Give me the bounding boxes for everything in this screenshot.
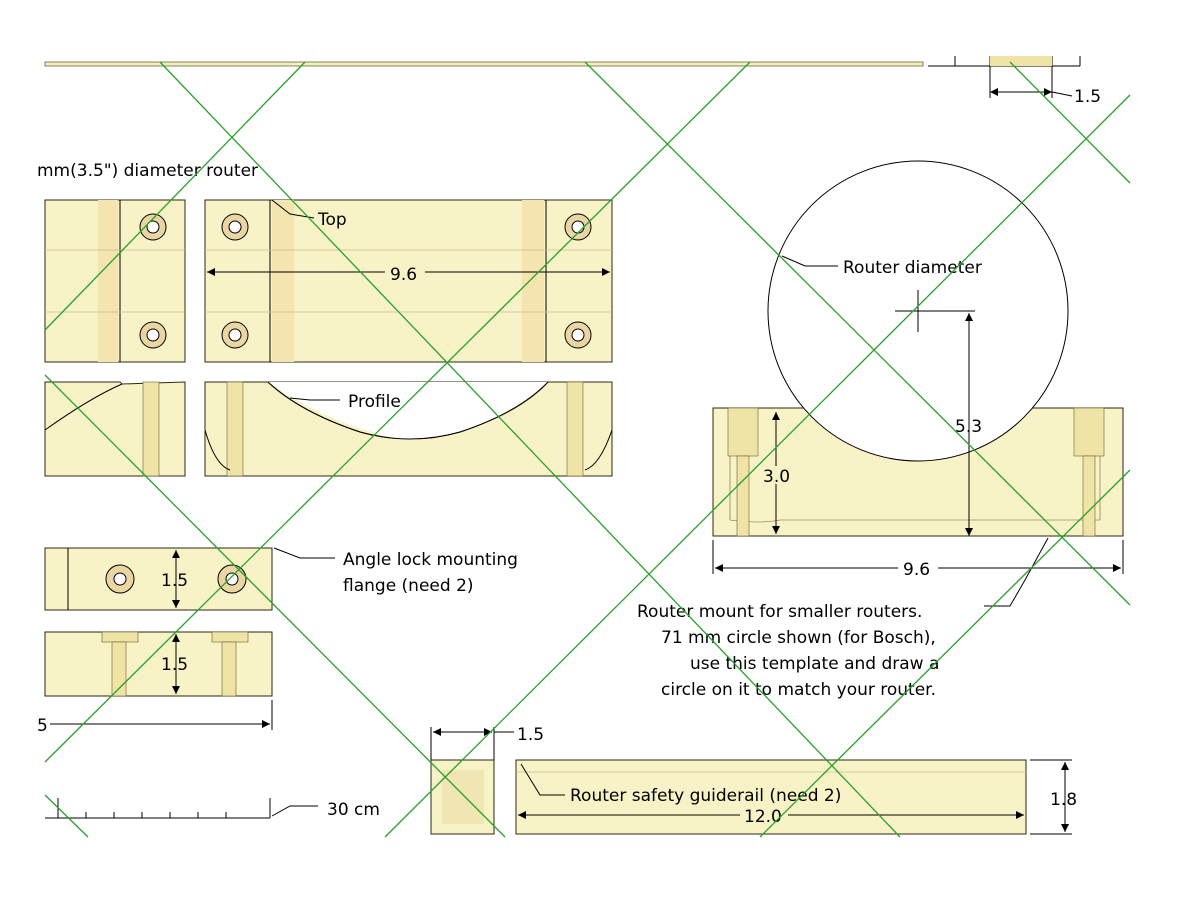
- dim-flange-height: 1.5: [161, 571, 188, 591]
- flange-note-line2: flange (need 2): [343, 576, 474, 596]
- profile-view: Profile: [44, 381, 613, 477]
- leader-top: [271, 199, 315, 219]
- dim-flange-profile-height: 1.5: [161, 655, 188, 675]
- label-top: Top: [317, 210, 347, 230]
- dim-guiderail-height: 1.8: [1050, 790, 1077, 810]
- guiderail-views: 1.5 12.0 Router safety guiderail (need 2…: [430, 725, 1077, 835]
- top-view-left-part: [44, 199, 186, 363]
- dim-top-right: 1.5: [1074, 87, 1101, 107]
- label-profile: Profile: [348, 392, 401, 412]
- top-view: 9.6 Top: [204, 199, 613, 363]
- alignment-lines: [44, 61, 1131, 838]
- page-title: mm(3.5") diameter router: [37, 161, 258, 181]
- flange-top-view: 1.5: [44, 547, 335, 611]
- mount-note-line1: Router mount for smaller routers.: [637, 602, 922, 622]
- top-strip: 1.5: [44, 56, 1101, 107]
- dim-mount-length: 9.6: [903, 560, 930, 580]
- label-guiderail: Router safety guiderail (need 2): [570, 786, 841, 806]
- flange-note-line1: Angle lock mounting: [343, 550, 518, 570]
- mount-note-line2: 71 mm circle shown (for Bosch),: [661, 628, 936, 648]
- dim-mount-base-height: 3.0: [763, 467, 790, 487]
- scale-label: 30 cm: [327, 800, 380, 820]
- label-router-diameter: Router diameter: [843, 258, 982, 278]
- dim-mount-total-height: 5.3: [955, 417, 982, 437]
- dim-guiderail-end-width: 1.5: [517, 725, 544, 745]
- dim-top-length: 9.6: [390, 265, 417, 285]
- flange-profile-view: 1.5 5: [37, 631, 273, 736]
- dim-guiderail-length: 12.0: [744, 807, 782, 827]
- mount-note-line4: circle on it to match your router.: [661, 680, 936, 700]
- router-mount-view: Router diameter 5.3 3.0 9.6: [712, 160, 1124, 607]
- scale-bar: 30 cm: [45, 798, 380, 820]
- mount-note-line3: use this template and draw a: [690, 654, 939, 674]
- dim-flange-partial: 5: [37, 716, 48, 736]
